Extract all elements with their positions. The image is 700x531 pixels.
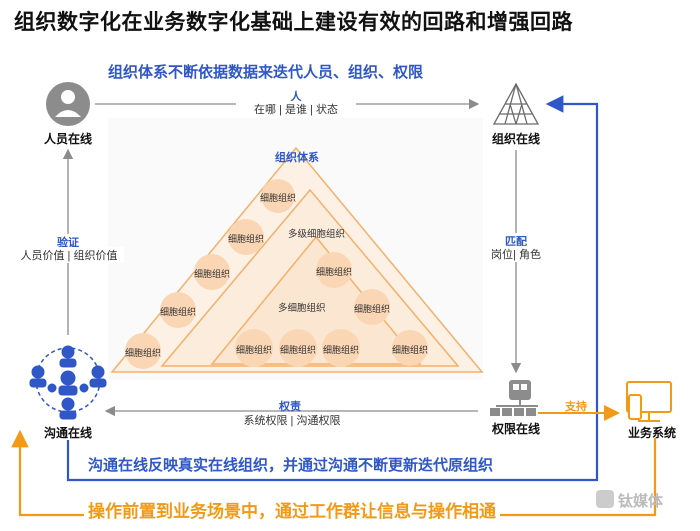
cell-label: 细胞组织 (124, 348, 161, 358)
node-person-label: 人员在线 (43, 132, 92, 146)
cell-circle (279, 329, 317, 367)
person-icon (46, 82, 90, 126)
page-title: 组织数字化在业务数字化基础上建设有效的回路和增强回路 (14, 11, 573, 34)
edge-support-label: 支持 (565, 401, 587, 413)
cell-label: 细胞组织 (159, 307, 196, 317)
cell-circle (261, 179, 295, 213)
permission-icon (490, 376, 538, 416)
blue-feedback-loop (66, 95, 599, 482)
cell-circle (160, 292, 196, 328)
triangle-outer-label: 组织体系 (275, 152, 319, 164)
business-system-icon (626, 381, 672, 422)
edge-bottom-title: 权责 (279, 401, 301, 413)
cell-label: 细胞组织 (353, 304, 390, 314)
cell-label: 细胞组织 (193, 269, 230, 279)
cell-circle (322, 329, 360, 367)
cell-circle (228, 219, 264, 255)
org-pyramid-icon (492, 82, 540, 125)
edge-right-sub: 岗位| 角色 (486, 246, 546, 262)
cell-label: 细胞组织 (391, 345, 428, 355)
cell-circle (354, 289, 390, 325)
triangle-middle-label: 多级细胞组织 (288, 229, 346, 240)
cell-circle (125, 333, 161, 369)
cell-circle (316, 252, 352, 288)
cell-circle (194, 254, 230, 290)
edge-top-title: 人 (290, 91, 302, 103)
node-comm-label: 沟通在线 (43, 426, 92, 440)
edge-left-sub: 人员价值 | 组织价值 (14, 247, 124, 263)
bottom-orange-text: 操作前置到业务场景中，通过工作群让信息与操作相通 (84, 497, 500, 522)
cell-circle (392, 330, 428, 366)
edge-bottom-sub: 系统权限 | 沟通权限 (232, 412, 352, 428)
cell-label: 细胞组织 (315, 267, 352, 277)
edge-top-sub: 在哪 | 是谁 | 状态 (236, 101, 356, 117)
edge-right-title: 匹配 (494, 233, 538, 249)
node-biz-label: 业务系统 (627, 426, 676, 440)
cells-group (125, 179, 428, 369)
bottom-blue-text: 沟通在线反映真实在线组织，并通过沟通不断更新迭代原组织 (88, 457, 494, 474)
cell-label: 细胞组织 (227, 234, 264, 244)
node-org-label: 组织在线 (491, 132, 540, 146)
top-subtitle: 组织体系不断依据数据来迭代人员、组织、权限 (108, 64, 424, 81)
node-perm-label: 权限在线 (491, 422, 540, 436)
cell-label: 细胞组织 (259, 193, 296, 203)
cell-circle (235, 329, 273, 367)
communication-people-icon (29, 345, 107, 420)
cell-label: 细胞组织 (235, 345, 272, 355)
triangle-inner-label: 多细胞组织 (278, 303, 326, 314)
cell-label: 细胞组织 (322, 345, 359, 355)
watermark-logo-icon (596, 490, 614, 508)
cell-label: 细胞组织 (279, 345, 316, 355)
watermark: 钛媒体 (618, 493, 664, 510)
edge-left-title: 验证 (40, 234, 96, 250)
